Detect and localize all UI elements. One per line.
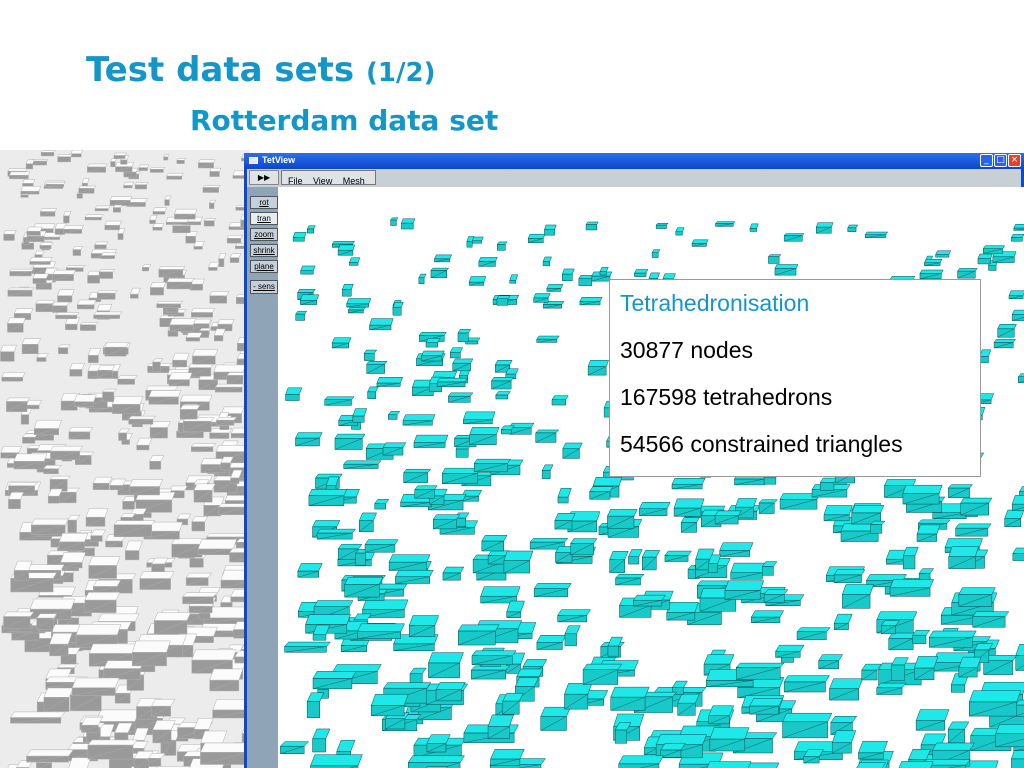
window-title: TetView (262, 155, 296, 165)
menu-view[interactable]: View (312, 176, 333, 186)
fast-forward-icon: ▶▶ (257, 173, 271, 182)
menu-file[interactable]: File (288, 176, 303, 186)
app-icon (249, 157, 258, 164)
grey-city-render-image (0, 150, 250, 768)
menu-mesh[interactable]: Mesh (342, 176, 365, 186)
slide-subtitle: Rotterdam data set (190, 104, 499, 137)
stats-nodes: 30877 nodes (620, 337, 754, 363)
window-titlebar[interactable]: TetView _ □ × (244, 153, 1024, 169)
close-button[interactable]: × (1008, 154, 1021, 167)
mesh-viewport[interactable] (278, 187, 1024, 768)
mesh-statistics-panel: Tetrahedronisation 30877 nodes 167598 te… (609, 279, 981, 477)
tool-sidebar: rot tran zoom shrink plane - sens + (247, 187, 278, 768)
menu-group: File View Mesh (281, 170, 376, 186)
stats-tetrahedrons: 167598 tetrahedrons (620, 384, 833, 410)
tool-zoom-button[interactable]: zoom (250, 228, 278, 241)
slide-title: Test data sets (1/2) (86, 50, 435, 90)
stats-triangles: 54566 constrained triangles (620, 431, 903, 457)
grey-city-render (0, 150, 250, 768)
menubar: ▶▶ File View Mesh (247, 169, 1021, 187)
minimize-button[interactable]: _ (980, 154, 993, 167)
tool-tran-button[interactable]: tran (250, 212, 278, 225)
tool-rot-button[interactable]: rot (250, 196, 278, 209)
tetrahedral-mesh-render (279, 217, 1024, 768)
tetview-window: TetView _ □ × ▶▶ File View Mesh rot tran… (244, 153, 1024, 768)
stats-heading: Tetrahedronisation (620, 290, 810, 316)
fast-forward-button[interactable]: ▶▶ (249, 170, 279, 185)
slide-title-text: Test data sets (86, 50, 355, 90)
tool-plane-button[interactable]: plane (250, 260, 278, 273)
slide-title-suffix: (1/2) (366, 58, 436, 88)
tool-shrink-button[interactable]: shrink (250, 244, 278, 257)
sensitivity-stepper[interactable]: - sens + (250, 280, 278, 294)
maximize-button[interactable]: □ (994, 154, 1007, 167)
